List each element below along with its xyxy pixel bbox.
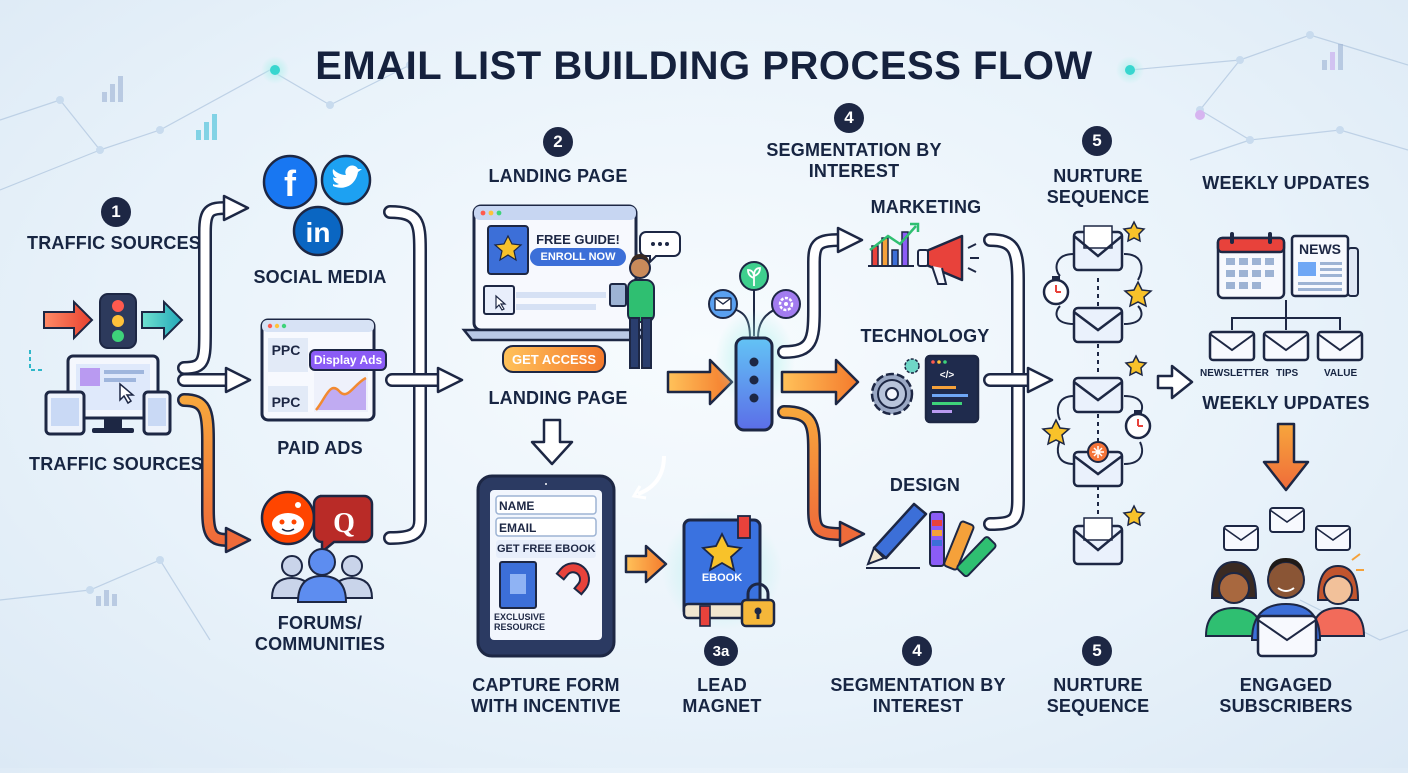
color-palette-icon: [929, 511, 997, 578]
page-title: EMAIL LIST BUILDING PROCESS FLOW: [315, 44, 1093, 88]
bar-chart-icon: [96, 44, 1343, 606]
lock-icon: [740, 582, 776, 628]
twitter-icon: [320, 154, 372, 206]
email-envelope-icon: [1072, 517, 1124, 566]
nurture-to-weekly-arrow: [1156, 364, 1194, 400]
background-nodes: [56, 31, 1344, 594]
step-5-badge-bottom: 5: [1082, 636, 1112, 666]
weekly-updates-bottom-label: WEEKLY UPDATES: [1202, 393, 1370, 413]
subscribers-avatars: [1204, 558, 1366, 658]
hub-branch-arrows: [777, 226, 866, 548]
traffic-sources-bottom-label: TRAFFIC SOURCES: [29, 454, 203, 474]
megaphone-icon: [917, 234, 979, 285]
landing-page-bottom-label: LANDING PAGE: [488, 388, 628, 408]
floating-envelopes: [1223, 507, 1364, 571]
step-4-badge-bottom: 4: [902, 636, 932, 666]
get-access-button: GET ACCESS: [511, 351, 597, 367]
newsletter-envelope-icon: [1208, 330, 1256, 362]
community-people-icon: [270, 548, 374, 603]
devices-icon: [44, 354, 172, 436]
chat-bubble-icon: [639, 231, 681, 265]
step-1-badge: 1: [101, 197, 131, 227]
form-email-field: EMAIL: [499, 521, 537, 535]
quora-letter: Q: [333, 508, 355, 539]
star-icon: [1041, 220, 1153, 527]
traffic-sources-top-label: TRAFFIC SOURCES: [27, 233, 201, 253]
free-guide-text: FREE GUIDE!: [536, 231, 620, 247]
enroll-now-button: ENROLL NOW: [530, 248, 626, 266]
value-label: VALUE: [1324, 368, 1358, 379]
landing-to-form-arrow: [530, 418, 574, 466]
nurture-bottom-label: NURTURE SEQUENCE: [1046, 675, 1150, 716]
segments-merge-arrow: [983, 233, 1054, 531]
paid-ads-label: PAID ADS: [277, 438, 363, 458]
stopwatch-icon: [1042, 276, 1152, 440]
value-envelope-icon: [1316, 330, 1364, 362]
marketing-chart-icon: [868, 222, 920, 267]
social-media-label: SOCIAL MEDIA: [253, 267, 387, 287]
newsletter-label: NEWSLETTER: [1200, 368, 1269, 379]
hub-mail-icon: [708, 289, 738, 319]
forums-communities-label: FORUMS/ COMMUNITIES: [254, 613, 386, 654]
segmentation-bottom-label: SEGMENTATION BY INTEREST: [830, 675, 1006, 716]
form-to-lead-arrow: [624, 544, 668, 584]
traffic-light-icon: [99, 293, 137, 349]
weekly-updates-top-label: WEEKLY UPDATES: [1202, 173, 1370, 193]
linkedin-icon: in: [292, 205, 344, 257]
linkedin-letters: in: [306, 217, 331, 248]
quora-icon: Q: [312, 494, 374, 555]
landing-page-top-label: LANDING PAGE: [488, 166, 628, 186]
capture-form-tablet: [476, 474, 616, 658]
email-envelope-icon: [1072, 441, 1124, 488]
gear-icon: [870, 358, 920, 416]
weekly-tree-lines: [1231, 300, 1341, 330]
sources-merge-arrow: [383, 205, 464, 545]
nurture-flow-lines: [1055, 253, 1143, 514]
form-exclusive-resource: EXCLUSIVE RESOURCE: [494, 612, 546, 632]
step-2-badge: 2: [543, 127, 573, 157]
ppc-chip-top: PPC: [271, 342, 301, 358]
engaged-subscribers-label: ENGAGED SUBSCRIBERS: [1219, 675, 1353, 716]
form-get-free-ebook-button: GET FREE EBOOK: [497, 543, 596, 555]
lead-magnet-label: LEAD MAGNET: [682, 675, 762, 716]
email-envelope-icon: [1072, 306, 1124, 344]
ebook-cover-text: EBOOK: [701, 572, 743, 584]
form-name-field: NAME: [499, 499, 535, 513]
tips-envelope-icon: [1262, 330, 1310, 362]
step-3a-badge: 3a: [704, 636, 738, 666]
segmentation-top-label: SEGMENTATION BY INTEREST: [766, 140, 942, 181]
news-text: NEWS: [1299, 241, 1341, 257]
person-icon: [609, 254, 655, 369]
landing-page-browser: [461, 204, 649, 342]
tips-label: TIPS: [1276, 368, 1299, 379]
step-4-badge-top: 4: [834, 103, 864, 133]
newspaper-icon: [1290, 234, 1359, 298]
technology-label: TECHNOLOGY: [860, 326, 990, 346]
marketing-label: MARKETING: [870, 197, 982, 217]
code-window-icon: [924, 354, 980, 424]
hub-gear-icon: [771, 289, 801, 319]
display-ads-chip: Display Ads: [309, 349, 387, 371]
traffic-branch-arrows: [177, 194, 252, 554]
email-envelope-icon: [1072, 376, 1124, 414]
capture-form-label: CAPTURE FORM WITH INCENTIVE: [471, 675, 621, 716]
step-5-badge-top: 5: [1082, 126, 1112, 156]
code-symbol: </>: [939, 369, 955, 381]
design-label: DESIGN: [889, 475, 961, 495]
traffic-arrow-in: [43, 299, 184, 341]
weekly-to-subscribers-arrow: [1262, 422, 1310, 492]
facebook-letter: f: [284, 163, 297, 204]
email-envelope-icon: [1072, 225, 1124, 272]
facebook-icon: f: [262, 154, 318, 210]
ppc-chip-bottom: PPC: [271, 394, 301, 410]
calendar-icon: [1216, 232, 1286, 300]
reddit-icon: [260, 490, 316, 546]
hub-plant-icon: [739, 261, 769, 291]
pen-tool-icon: [866, 502, 928, 569]
nurture-top-label: NURTURE SEQUENCE: [1046, 166, 1150, 207]
get-access-button-shape: [502, 345, 606, 373]
